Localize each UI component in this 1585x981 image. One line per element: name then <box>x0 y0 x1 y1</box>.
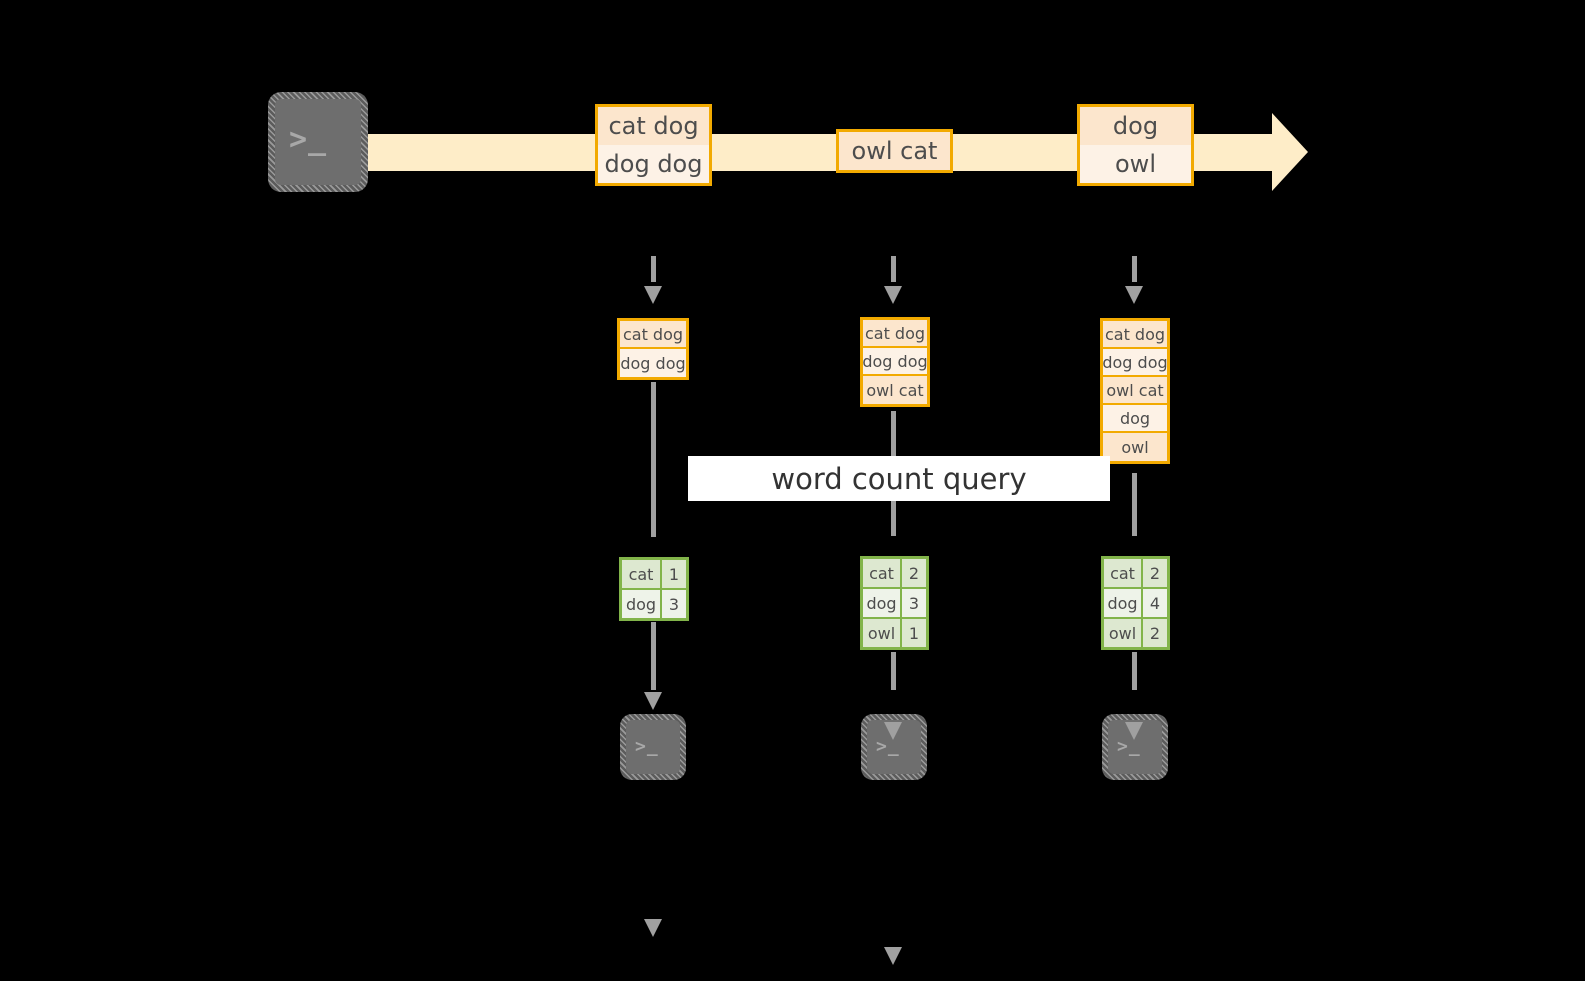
state-row: dog dog <box>620 349 686 377</box>
result-word: cat <box>622 560 662 588</box>
state-row: cat dog <box>1103 321 1167 349</box>
stream-event-box-1: cat dog dog dog <box>595 104 712 186</box>
result-word: dog <box>1104 589 1143 617</box>
state-row: dog <box>1103 405 1167 433</box>
state-row: cat dog <box>863 320 927 348</box>
result-count: 1 <box>662 560 686 588</box>
terminal-body <box>275 99 361 185</box>
result-row: cat 2 <box>1104 559 1167 589</box>
result-table-2: cat 2 dog 3 owl 1 <box>860 556 929 650</box>
result-word: dog <box>622 590 662 618</box>
state-table-3: cat dog dog dog owl cat dog owl <box>1100 318 1170 464</box>
terminal-prompt-glyph: >_ <box>1117 736 1141 757</box>
result-word: owl <box>1104 619 1143 647</box>
result-word: owl <box>863 619 902 647</box>
terminal-prompt-glyph: >_ <box>876 736 900 757</box>
result-count: 3 <box>902 589 926 617</box>
result-count: 2 <box>902 559 926 587</box>
sink-terminal-icon-1: >_ <box>620 714 686 780</box>
result-row: cat 2 <box>863 559 926 589</box>
state-table-2: cat dog dog dog owl cat <box>860 317 930 407</box>
terminal-prompt-glyph: >_ <box>635 736 659 757</box>
state-table-1: cat dog dog dog <box>617 318 689 380</box>
result-word: cat <box>1104 559 1143 587</box>
sink-terminal-icon-3: >_ <box>1102 714 1168 780</box>
state-row: cat dog <box>620 321 686 349</box>
result-count: 4 <box>1143 589 1167 617</box>
state-row: owl cat <box>863 376 927 404</box>
state-row: owl <box>1103 433 1167 461</box>
stream-event-line: owl cat <box>839 132 950 170</box>
result-count: 1 <box>902 619 926 647</box>
result-word: cat <box>863 559 902 587</box>
stream-arrow-head <box>1272 113 1308 191</box>
result-row: dog 4 <box>1104 589 1167 619</box>
result-row: cat 1 <box>622 560 686 590</box>
result-row: dog 3 <box>863 589 926 619</box>
result-count: 2 <box>1143 619 1167 647</box>
stream-event-box-3: dog owl <box>1077 104 1194 186</box>
result-row: dog 3 <box>622 590 686 618</box>
stream-event-line: dog dog <box>598 145 709 183</box>
terminal-body <box>626 720 680 774</box>
state-row: owl cat <box>1103 377 1167 405</box>
result-row: owl 1 <box>863 619 926 647</box>
result-word: dog <box>863 589 902 617</box>
state-row: dog dog <box>862 348 928 376</box>
result-row: owl 2 <box>1104 619 1167 647</box>
stream-event-box-2: owl cat <box>836 129 953 173</box>
stream-event-line: owl <box>1080 145 1191 183</box>
sink-terminal-icon-2: >_ <box>861 714 927 780</box>
result-count: 2 <box>1143 559 1167 587</box>
stream-event-line: dog <box>1080 107 1191 145</box>
result-table-3: cat 2 dog 4 owl 2 <box>1101 556 1170 650</box>
query-banner: word count query <box>688 456 1110 501</box>
stream-event-line: cat dog <box>598 107 709 145</box>
source-terminal-icon: >_ <box>268 92 368 192</box>
state-row: dog dog <box>1102 349 1168 377</box>
terminal-prompt-glyph: >_ <box>289 122 328 157</box>
result-table-1: cat 1 dog 3 <box>619 557 689 621</box>
result-count: 3 <box>662 590 686 618</box>
